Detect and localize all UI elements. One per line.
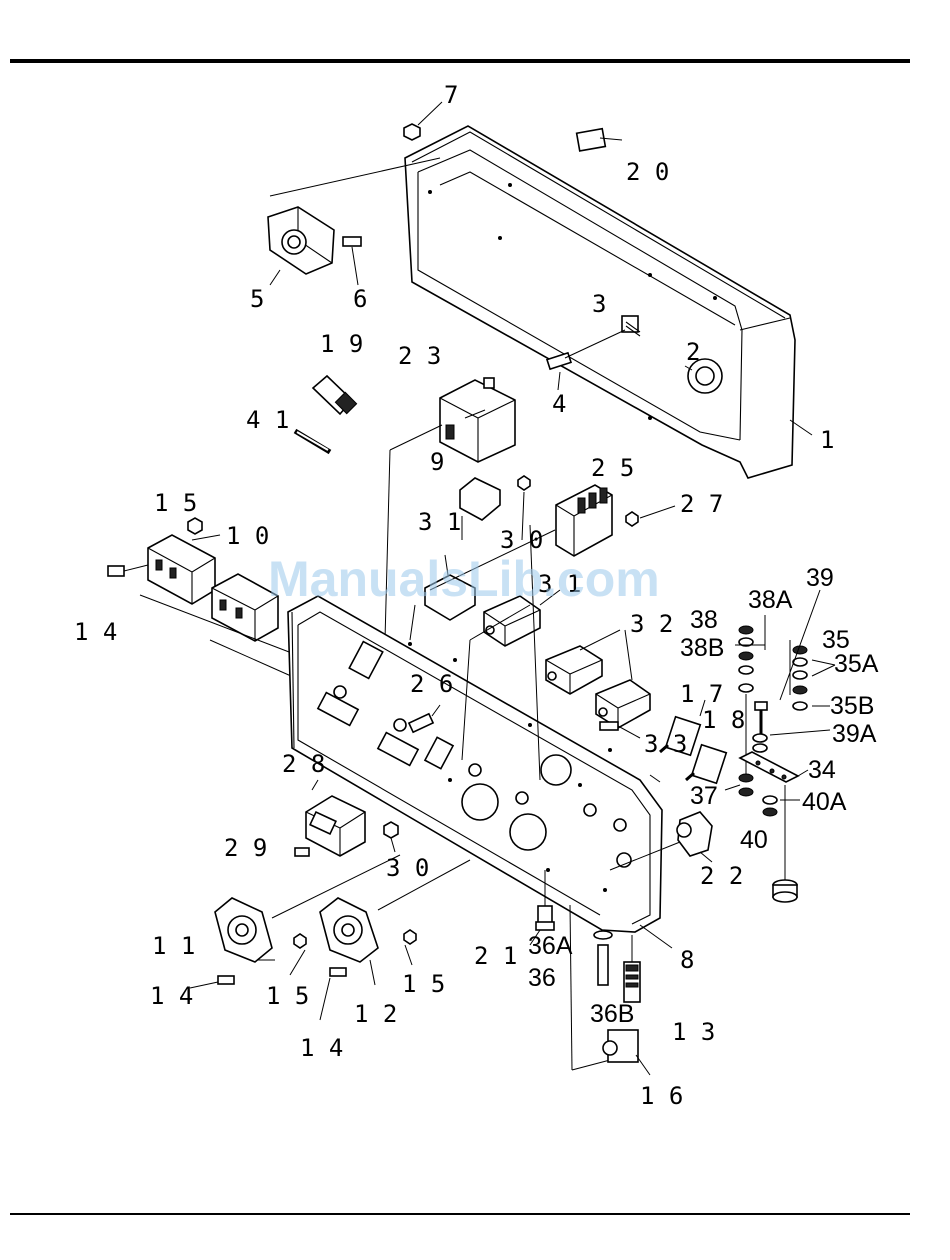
fuse-part-41 [295,431,330,452]
screw-part-14-lower-left [218,976,234,984]
leader-14-c [320,978,330,1020]
leader-34 [798,770,808,776]
callout-6: 6 [353,285,367,313]
callout-1: 1 [820,426,834,454]
switch-part-22 [677,812,712,862]
leader-37 [725,785,740,790]
callout-29: 2 9 [224,834,267,862]
callout-26: 2 6 [410,670,453,698]
callout-30-lower: 3 0 [386,854,429,882]
leader-10 [192,535,220,540]
leader-35A-2 [812,665,835,676]
callout-39A: 39A [832,720,877,748]
callout-21: 2 1 [474,942,517,970]
callout-11: 1 1 [152,932,195,960]
callout-36A: 36A [528,932,573,960]
leader-31-left [410,605,415,640]
watermark-logo: ManualsLib.com [268,551,660,607]
switch-part-16 [603,1030,650,1075]
screw-part-14-upper [108,565,148,576]
nut-part-30-lower [384,822,398,852]
callout-35B: 35B [830,692,874,720]
callout-37: 37 [690,782,718,810]
callout-36B: 36B [590,1000,634,1028]
screw-part-6 [343,237,361,285]
callout-25: 2 5 [591,454,634,482]
callout-17: 1 7 [680,680,723,708]
callout-41: 4 1 [246,406,289,434]
nuts-part-37 [739,774,753,796]
callout-33: 3 3 [644,730,687,758]
nut-part-15-upper [188,518,202,534]
nut-part-27 [626,506,675,526]
leader-39A [770,730,830,735]
callout-12: 1 2 [354,1000,397,1028]
fuse-holder-part-19 [313,376,357,414]
fuse-holder-part-13 [624,935,640,1002]
callout-27: 2 7 [680,490,723,518]
callout-14-upper: 1 4 [74,618,117,646]
leader-10-rear-2 [210,640,300,680]
bolt-part-39 [753,590,820,752]
leader-17 [650,775,660,782]
callout-15-upper: 1 5 [154,489,197,517]
callout-20: 2 0 [626,158,669,186]
callout-13: 1 3 [672,1018,715,1046]
nut-part-7 [404,102,442,140]
callout-38B: 38B [680,634,724,662]
leader-15-c [405,945,412,965]
callout-5: 5 [250,285,264,313]
callout-4: 4 [552,390,566,418]
callout-15-lower-left: 1 5 [266,982,309,1010]
callout-38A: 38A [748,586,793,614]
callout-3: 3 [592,290,606,318]
terminal-block-part-25 [556,485,612,556]
callout-39: 39 [806,564,834,592]
callout-40: 40 [740,826,768,854]
washer-part-15-right [404,930,416,944]
callout-30-upper: 3 0 [500,526,543,554]
callout-9: 9 [430,448,444,476]
callout-8: 8 [680,946,694,974]
callout-31-left: 3 1 [418,508,461,536]
callout-28: 2 8 [282,750,325,778]
callout-38: 38 [690,606,718,634]
callout-7: 7 [444,81,458,109]
callout-23: 2 3 [398,342,441,370]
callout-10: 1 0 [226,522,269,550]
callout-15-lower-right: 1 5 [402,970,445,998]
callout-35A: 35A [834,650,879,678]
bolt-part-20 [577,129,622,151]
callout-22: 2 2 [700,862,743,890]
callout-16: 1 6 [640,1082,683,1110]
leader-12 [370,960,375,985]
callout-14-lower-left: 1 4 [150,982,193,1010]
hour-meter-part-28 [306,780,365,856]
cover-part-9 [460,478,500,540]
callout-32: 3 2 [630,610,673,638]
callout-19: 1 9 [320,330,363,358]
leader-15-b [290,950,305,975]
callout-18: 1 8 [702,706,745,734]
callout-14-lower-right: 1 4 [300,1034,343,1062]
callout-2: 2 [686,338,700,366]
foot-part-40-bumper [773,880,797,902]
callout-36: 36 [528,964,556,992]
leader-35A-1 [812,660,835,665]
screw-part-29 [295,848,309,856]
screw-part-14-lower-right [330,968,346,976]
switch-part-32-left [546,646,602,694]
washer-part-15-left [294,934,306,948]
receptacle-part-10-left [148,535,215,604]
callout-34: 34 [808,756,836,784]
callout-40A: 40A [802,788,847,816]
leader-14-b [190,982,218,988]
front-panel-part-8 [288,596,672,948]
